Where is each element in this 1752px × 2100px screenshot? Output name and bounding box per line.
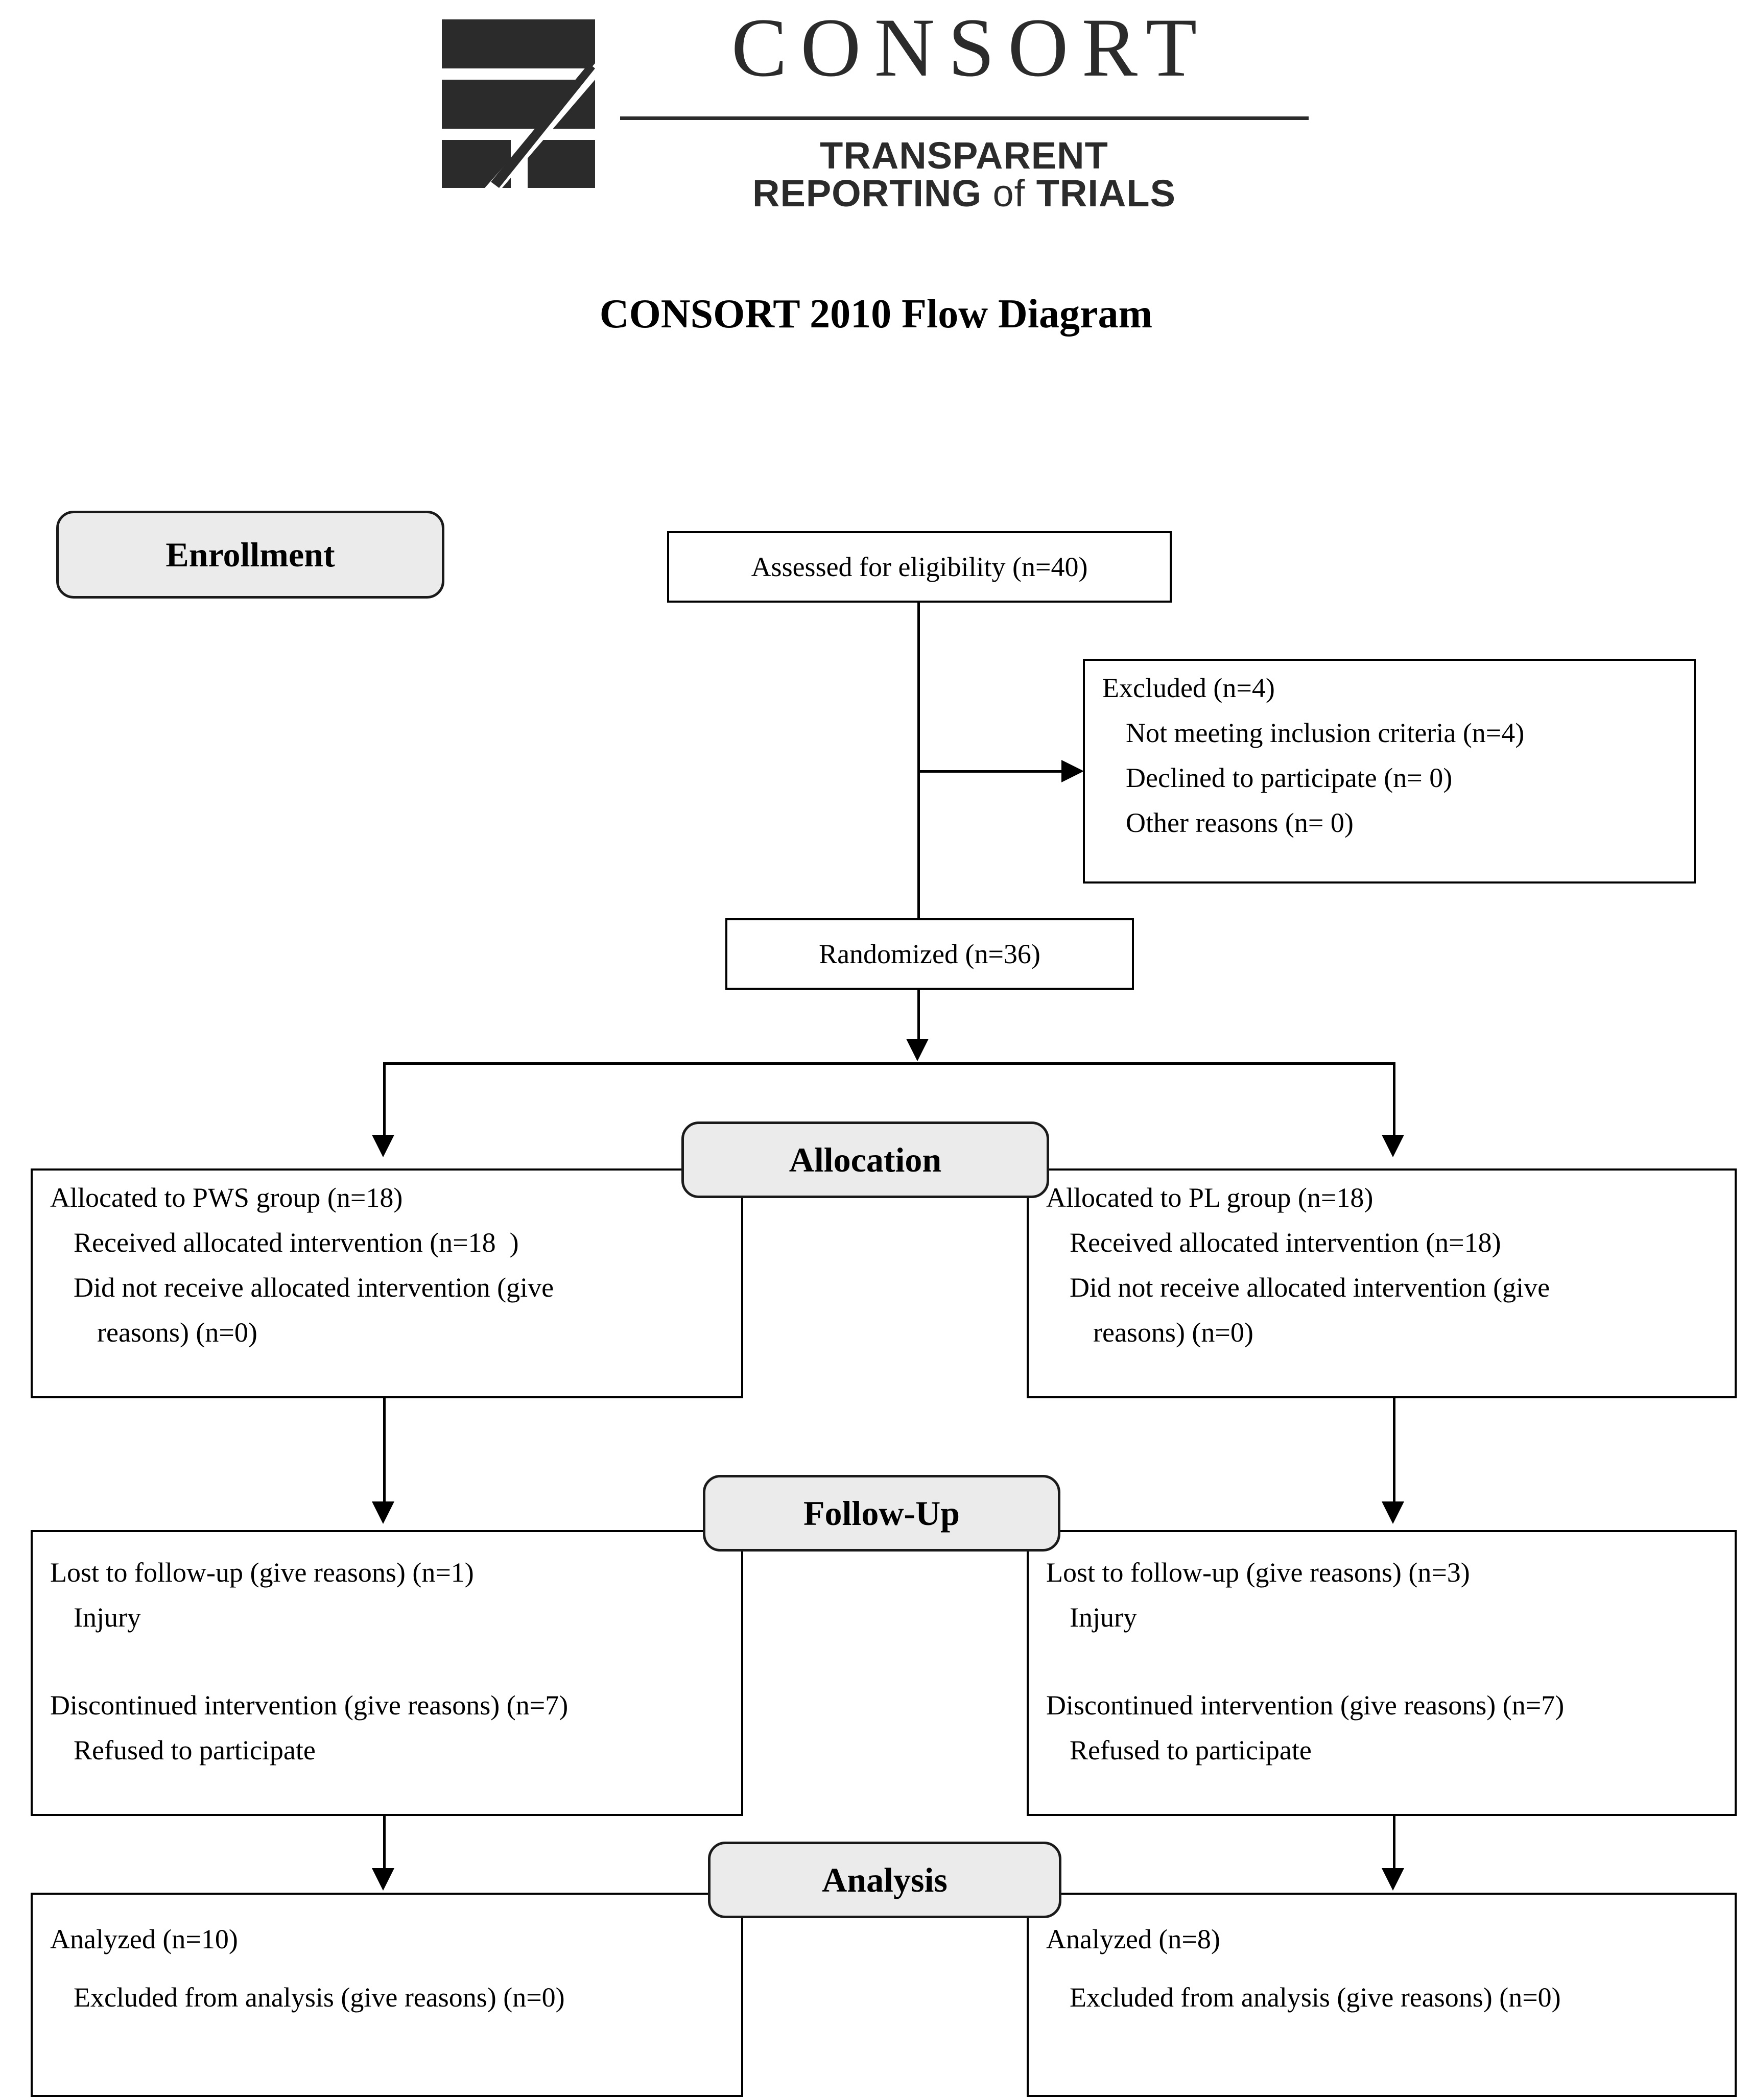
node-analysis-right-line-1: Excluded from analysis (give reasons) (n… bbox=[1070, 1982, 1561, 2013]
node-allocation-left: Allocated to PWS group (n=18) Received a… bbox=[31, 1168, 743, 1398]
node-alloc-right-line-3: reasons) (n=0) bbox=[1093, 1317, 1253, 1348]
node-alloc-right-line-2: Did not receive allocated intervention (… bbox=[1070, 1272, 1550, 1303]
stage-label-followup: Follow-Up bbox=[703, 1475, 1060, 1552]
node-analysis-right-line-0: Analyzed (n=8) bbox=[1046, 1924, 1220, 1954]
stage-label-followup-text: Follow-Up bbox=[803, 1493, 960, 1533]
node-alloc-left-line-1: Received allocated intervention (n=18 ) bbox=[74, 1227, 519, 1258]
logo-tagline-main: TRANSPARENT REPORTING bbox=[752, 134, 1108, 214]
connector-followup-to-analysis-right bbox=[1393, 1816, 1395, 1872]
node-excluded-line-2: Declined to participate (n= 0) bbox=[1126, 762, 1453, 793]
stage-label-enrollment-text: Enrollment bbox=[165, 535, 335, 574]
connector-alloc-to-followup-right bbox=[1393, 1398, 1395, 1507]
connector-to-excluded-line bbox=[917, 770, 1064, 773]
page-title: CONSORT 2010 Flow Diagram bbox=[599, 292, 1153, 337]
logo-tagline-of: of bbox=[981, 172, 1036, 214]
node-excluded-line-3: Other reasons (n= 0) bbox=[1126, 807, 1354, 838]
node-allocation-right: Allocated to PL group (n=18) Received al… bbox=[1027, 1168, 1737, 1398]
connector-followup-to-analysis-left bbox=[383, 1816, 386, 1872]
node-followup-right-line-3: Refused to participate bbox=[1070, 1735, 1312, 1765]
node-followup-left-line-0: Lost to follow-up (give reasons) (n=1) bbox=[50, 1557, 474, 1588]
node-excluded: Excluded (n=4) Not meeting inclusion cri… bbox=[1083, 659, 1696, 884]
connector-split-left-drop bbox=[383, 1062, 386, 1139]
connector-split-right-drop bbox=[1393, 1062, 1395, 1139]
node-followup-left: Lost to follow-up (give reasons) (n=1) I… bbox=[31, 1530, 743, 1816]
node-followup-right: Lost to follow-up (give reasons) (n=3) I… bbox=[1027, 1530, 1737, 1816]
node-alloc-left-line-3: reasons) (n=0) bbox=[97, 1317, 257, 1348]
node-alloc-left-line-2: Did not receive allocated intervention (… bbox=[74, 1272, 554, 1303]
node-alloc-right-line-1: Received allocated intervention (n=18) bbox=[1070, 1227, 1501, 1258]
stage-label-allocation-text: Allocation bbox=[789, 1140, 942, 1179]
connector-eligibility-to-randomized bbox=[917, 603, 920, 920]
node-analysis-left-line-0: Analyzed (n=10) bbox=[50, 1924, 238, 1954]
node-excluded-line-0: Excluded (n=4) bbox=[1102, 673, 1275, 703]
connector-alloc-to-followup-left bbox=[383, 1398, 386, 1507]
consort-logo: CONSORT TRANSPARENT REPORTING of TRIALS bbox=[442, 2, 1310, 212]
stage-label-enrollment: Enrollment bbox=[56, 511, 444, 599]
node-analysis-left: Analyzed (n=10) Excluded from analysis (… bbox=[31, 1893, 743, 2097]
logo-consort-text: CONSORT bbox=[731, 2, 1211, 94]
node-alloc-right-line-0: Allocated to PL group (n=18) bbox=[1046, 1182, 1374, 1213]
connector-to-excluded-arrowhead bbox=[1061, 760, 1084, 782]
node-excluded-line-1: Not meeting inclusion criteria (n=4) bbox=[1126, 718, 1525, 748]
node-randomized: Randomized (n=36) bbox=[725, 918, 1134, 990]
stage-label-allocation: Allocation bbox=[681, 1121, 1049, 1198]
node-alloc-left-line-0: Allocated to PWS group (n=18) bbox=[50, 1182, 403, 1213]
node-assessed-for-eligibility: Assessed for eligibility (n=40) bbox=[667, 531, 1172, 603]
connector-randomized-stem bbox=[917, 990, 920, 1050]
connector-allocation-split-bar bbox=[383, 1062, 1395, 1065]
consort-wordmark: CONSORT TRANSPARENT REPORTING of TRIALS bbox=[618, 2, 1310, 212]
node-followup-right-line-0: Lost to follow-up (give reasons) (n=3) bbox=[1046, 1557, 1470, 1588]
node-followup-right-line-2: Discontinued intervention (give reasons)… bbox=[1046, 1690, 1565, 1721]
node-eligibility-line-0: Assessed for eligibility (n=40) bbox=[751, 552, 1088, 582]
connector-split-right-arrowhead bbox=[1382, 1135, 1404, 1157]
connector-followup-to-analysis-left-arrowhead bbox=[372, 1868, 394, 1891]
node-analysis-left-line-1: Excluded from analysis (give reasons) (n… bbox=[74, 1982, 565, 2013]
consort-logo-mark bbox=[442, 19, 595, 188]
stage-label-analysis-text: Analysis bbox=[822, 1860, 948, 1899]
connector-alloc-to-followup-right-arrowhead bbox=[1382, 1501, 1404, 1524]
stage-label-analysis: Analysis bbox=[708, 1842, 1061, 1918]
connector-randomized-arrowhead bbox=[906, 1039, 929, 1061]
node-followup-left-line-3: Refused to participate bbox=[74, 1735, 316, 1765]
logo-divider-rule bbox=[620, 116, 1309, 120]
node-followup-left-line-2: Discontinued intervention (give reasons)… bbox=[50, 1690, 569, 1721]
logo-tagline-end: TRIALS bbox=[1036, 172, 1176, 214]
logo-tagline: TRANSPARENT REPORTING of TRIALS bbox=[618, 137, 1310, 212]
node-analysis-right: Analyzed (n=8) Excluded from analysis (g… bbox=[1027, 1893, 1737, 2097]
node-followup-left-line-1: Injury bbox=[74, 1602, 141, 1633]
node-randomized-line-0: Randomized (n=36) bbox=[819, 939, 1040, 969]
connector-split-left-arrowhead bbox=[372, 1135, 394, 1157]
node-followup-right-line-1: Injury bbox=[1070, 1602, 1137, 1633]
connector-followup-to-analysis-right-arrowhead bbox=[1382, 1868, 1404, 1891]
connector-alloc-to-followup-left-arrowhead bbox=[372, 1501, 394, 1524]
